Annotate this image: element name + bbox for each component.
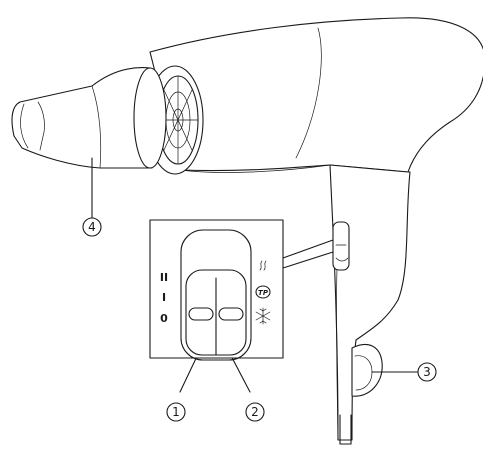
handle-switch bbox=[332, 221, 350, 271]
hang-loop bbox=[351, 344, 383, 397]
tp-label: TP bbox=[258, 289, 269, 297]
control-panel-detail: II I 0 TP bbox=[149, 219, 284, 361]
speed-mark-high: II bbox=[160, 271, 168, 284]
dryer-body bbox=[149, 17, 483, 173]
callout-2-label: 2 bbox=[251, 405, 259, 419]
callout-4: 4 bbox=[82, 217, 102, 237]
callout-3-label: 3 bbox=[423, 365, 431, 379]
tp-icon: TP bbox=[255, 285, 271, 299]
callout-1-label: 1 bbox=[172, 405, 180, 419]
snowflake-icon bbox=[255, 307, 271, 325]
callout-3: 3 bbox=[417, 362, 437, 382]
dryer-handle bbox=[329, 164, 411, 445]
callout-4-label: 4 bbox=[88, 220, 96, 234]
speed-mark-low: I bbox=[162, 291, 166, 304]
callout-1: 1 bbox=[166, 402, 186, 422]
speed-mark-off: 0 bbox=[160, 312, 168, 325]
heat-wave-icon bbox=[259, 260, 267, 271]
callout-2: 2 bbox=[245, 402, 265, 422]
concentrator-nozzle bbox=[11, 67, 167, 169]
